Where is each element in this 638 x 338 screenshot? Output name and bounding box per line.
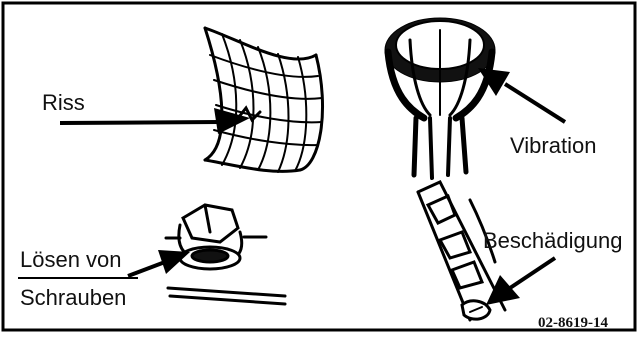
damage-arrow xyxy=(486,258,555,305)
label-loosening-line1: Lösen von xyxy=(20,247,122,272)
label-vibration: Vibration xyxy=(510,133,596,158)
figure-code: 02-8619-14 xyxy=(538,315,608,331)
label-loosening-line2: Schrauben xyxy=(20,285,126,310)
vibrating-part-illustration xyxy=(385,18,495,178)
crack-arrow xyxy=(60,108,250,134)
loosening-arrow xyxy=(128,250,190,276)
vibration-arrow xyxy=(478,68,565,122)
label-damage: Beschädigung xyxy=(483,228,622,253)
label-crack: Riss xyxy=(42,90,85,115)
figure-frame xyxy=(3,3,635,330)
cracked-belt-illustration xyxy=(205,28,323,172)
